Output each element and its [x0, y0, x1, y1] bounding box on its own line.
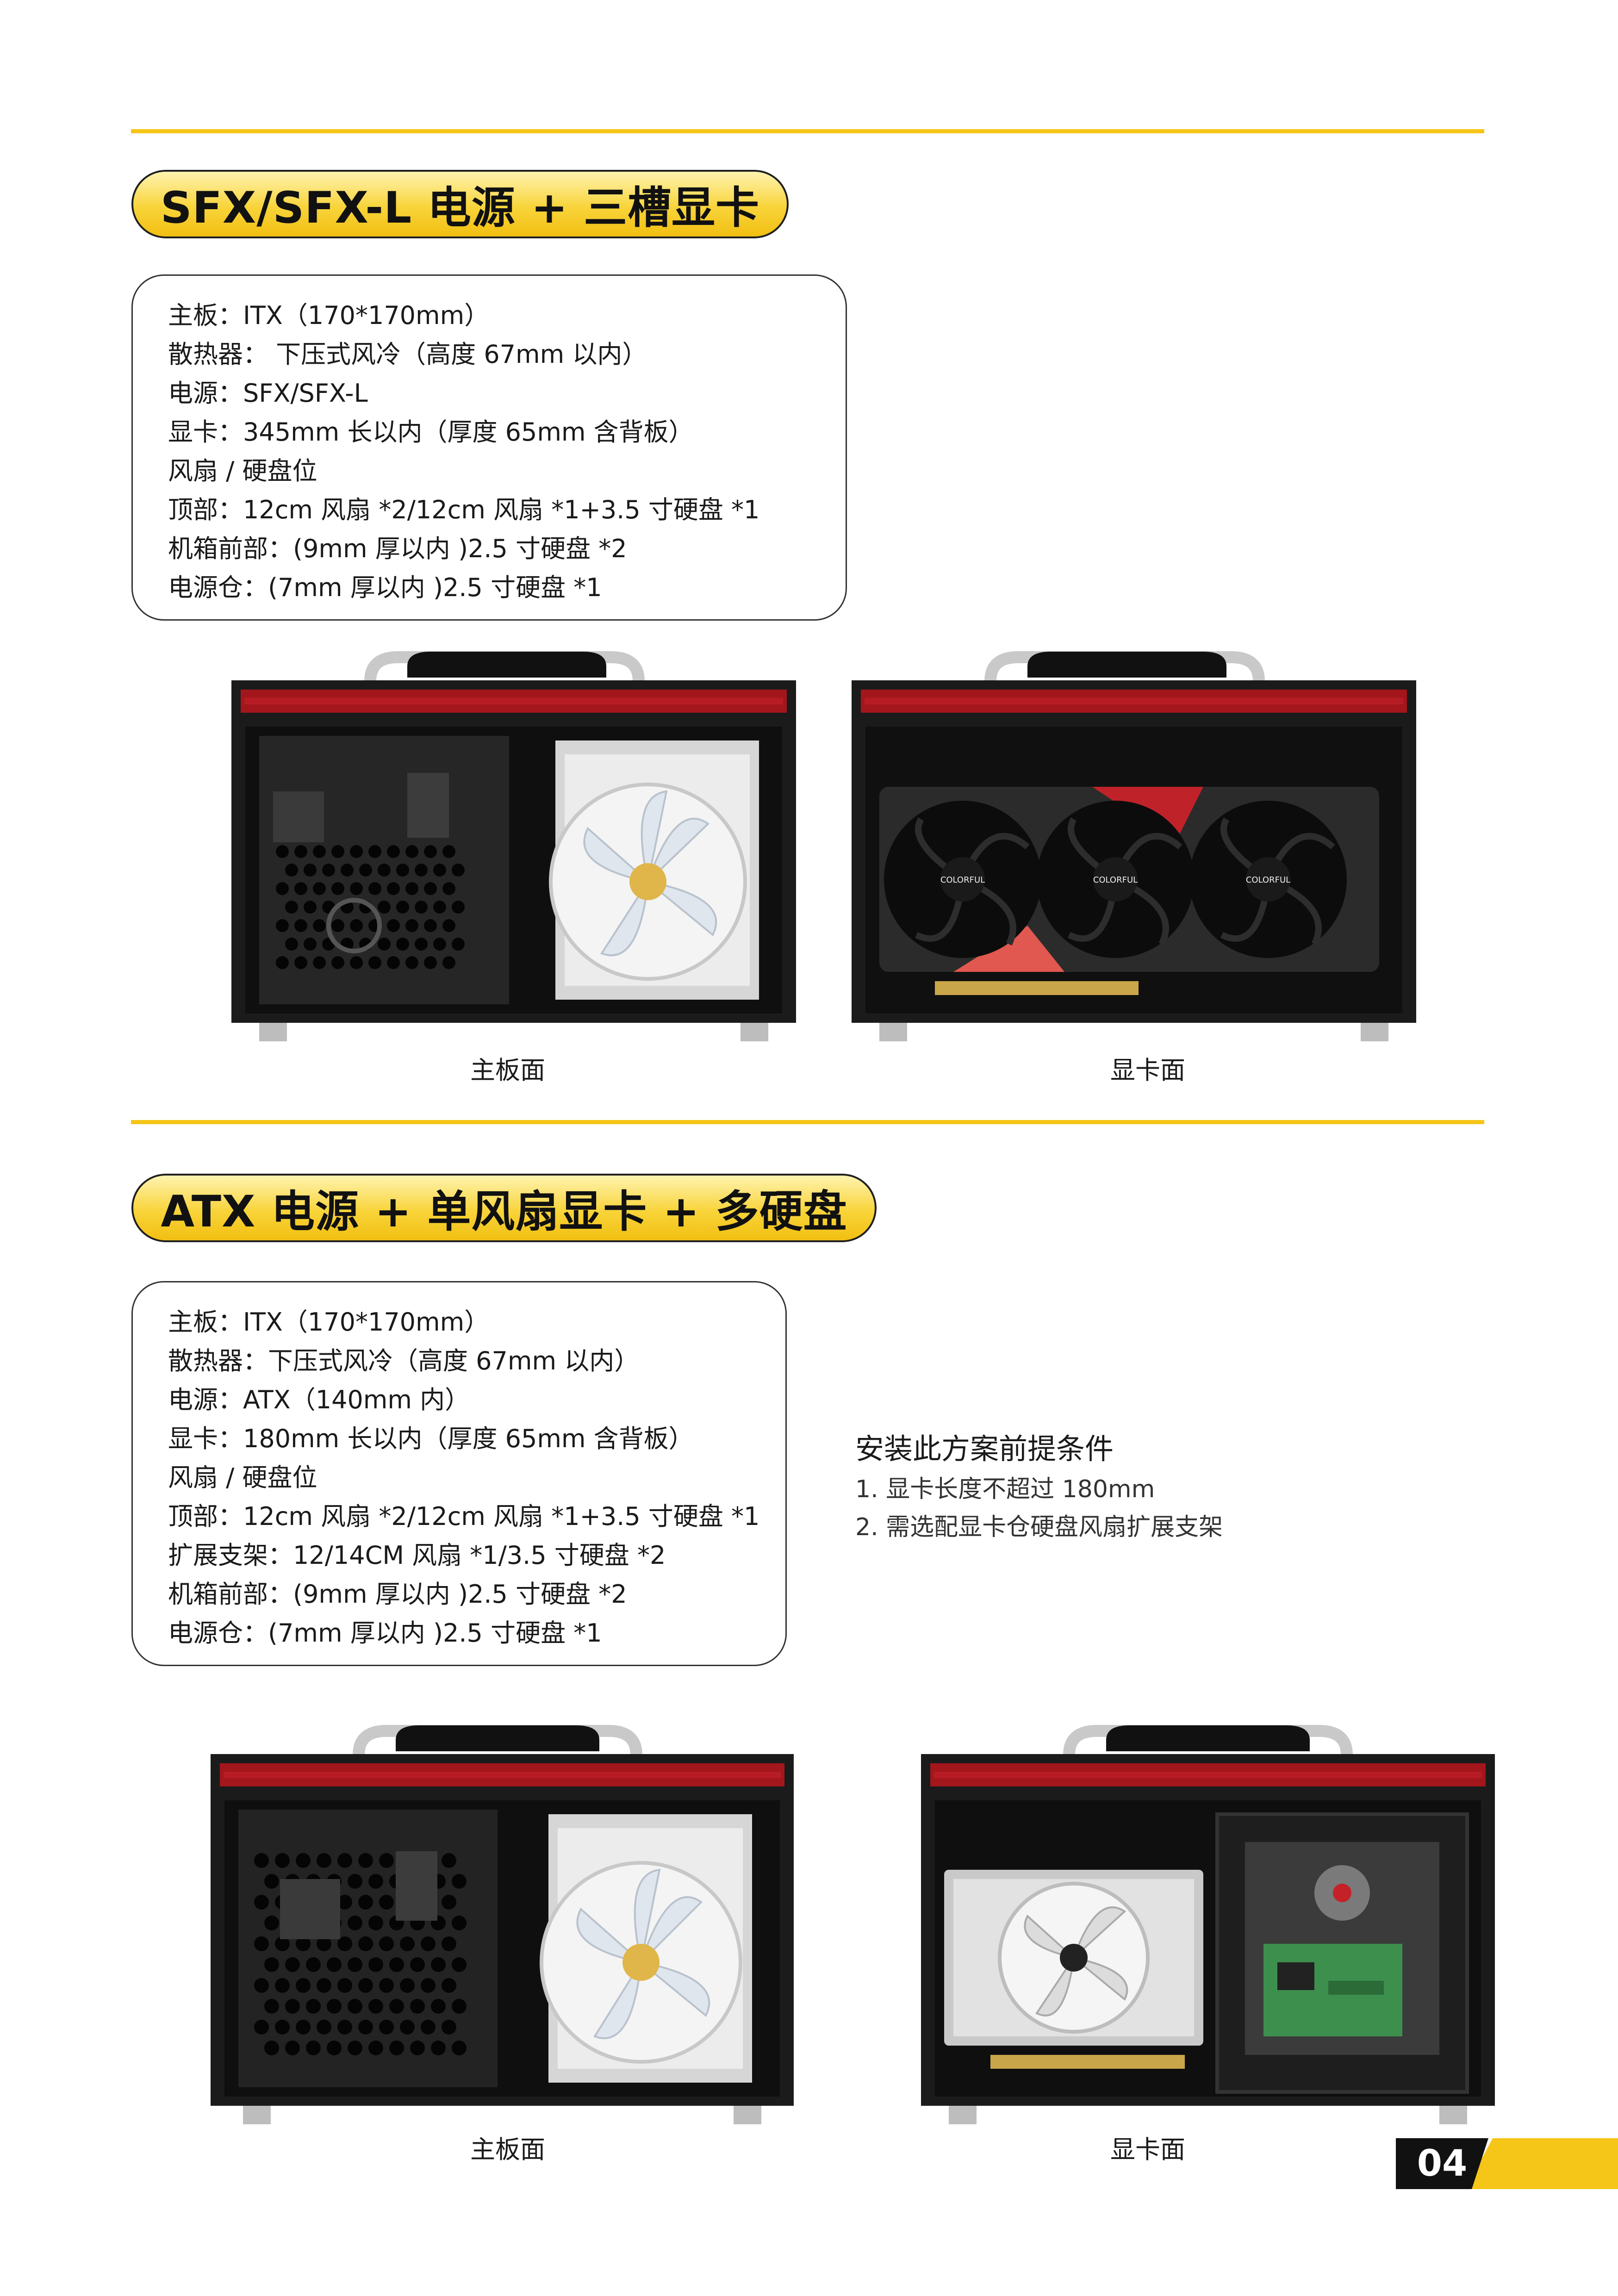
spec-line: 风扇 / 硬盘位: [168, 1463, 317, 1492]
spec-line: 扩展支架：12/14CM 风扇 *1/3.5 寸硬盘 *2: [168, 1541, 666, 1570]
spec-line: 主板：ITX（170*170mm）: [168, 1307, 490, 1337]
spec-line: 顶部：12cm 风扇 *2/12cm 风扇 *1+3.5 寸硬盘 *1: [168, 1502, 760, 1531]
section1-title: SFX/SFX-L 电源 + 三槽显卡: [131, 170, 789, 238]
spec-line: 显卡：345mm 长以内（厚度 65mm 含背板）: [168, 417, 694, 447]
spec-line: 电源：SFX/SFX-L: [168, 379, 368, 408]
section1-caption-right: 显卡面: [1110, 1056, 1185, 1085]
spec-line: 主板：ITX（170*170mm）: [168, 301, 490, 330]
spec-line: 散热器： 下压式风冷（高度 67mm 以内）: [168, 340, 647, 369]
prerequisite-item: 1. 显卡长度不超过 180mm: [855, 1475, 1155, 1503]
spec-line: 散热器：下压式风冷（高度 67mm 以内）: [168, 1346, 640, 1375]
section-divider: [131, 1120, 1484, 1124]
case-photo-motherboard-side-atx: [211, 1725, 794, 2124]
spec-line: 电源仓：(7mm 厚以内 )2.5 寸硬盘 *1: [168, 573, 602, 602]
top-divider: [131, 129, 1484, 133]
prerequisites-block: 安装此方案前提条件 1. 显卡长度不超过 180mm 2. 需选配显卡仓硬盘风扇…: [855, 1428, 1223, 1546]
gpu-brand-label: COLORFUL: [1246, 875, 1290, 885]
section2-spec-box: 主板：ITX（170*170mm） 散热器：下压式风冷（高度 67mm 以内） …: [131, 1281, 787, 1666]
prerequisites-heading: 安装此方案前提条件: [855, 1432, 1114, 1466]
case-photo-gpu-side: COLORFUL COLORFUL COLORFUL: [852, 651, 1416, 1041]
spec-line: 机箱前部：(9mm 厚以内 )2.5 寸硬盘 *2: [168, 1580, 627, 1609]
prerequisite-item: 2. 需选配显卡仓硬盘风扇扩展支架: [855, 1513, 1223, 1541]
page-number-accent: [1465, 2138, 1618, 2189]
spec-line: 电源：ATX（140mm 内）: [168, 1385, 470, 1414]
page-number: 04: [1396, 2138, 1488, 2189]
spec-line: 电源仓：(7mm 厚以内 )2.5 寸硬盘 *1: [168, 1618, 602, 1648]
section2-title: ATX 电源 + 单风扇显卡 + 多硬盘: [131, 1174, 877, 1242]
section2-caption-right: 显卡面: [1110, 2135, 1185, 2164]
spec-line: 顶部：12cm 风扇 *2/12cm 风扇 *1+3.5 寸硬盘 *1: [168, 495, 760, 524]
spec-line: 机箱前部：(9mm 厚以内 )2.5 寸硬盘 *2: [168, 534, 627, 563]
gpu-brand-label: COLORFUL: [1093, 875, 1138, 885]
case-photo-gpu-side-hdd: [921, 1725, 1495, 2124]
section1-spec-box: 主板：ITX（170*170mm） 散热器： 下压式风冷（高度 67mm 以内）…: [131, 274, 847, 621]
gpu-brand-label: COLORFUL: [940, 875, 985, 885]
page-number-tab: 04: [1396, 2138, 1618, 2189]
section2-caption-left: 主板面: [470, 2135, 545, 2164]
spec-line: 显卡：180mm 长以内（厚度 65mm 含背板）: [168, 1424, 694, 1453]
section1-caption-left: 主板面: [470, 1056, 545, 1085]
spec-line: 风扇 / 硬盘位: [168, 456, 317, 485]
case-photo-motherboard-side: [231, 651, 796, 1041]
